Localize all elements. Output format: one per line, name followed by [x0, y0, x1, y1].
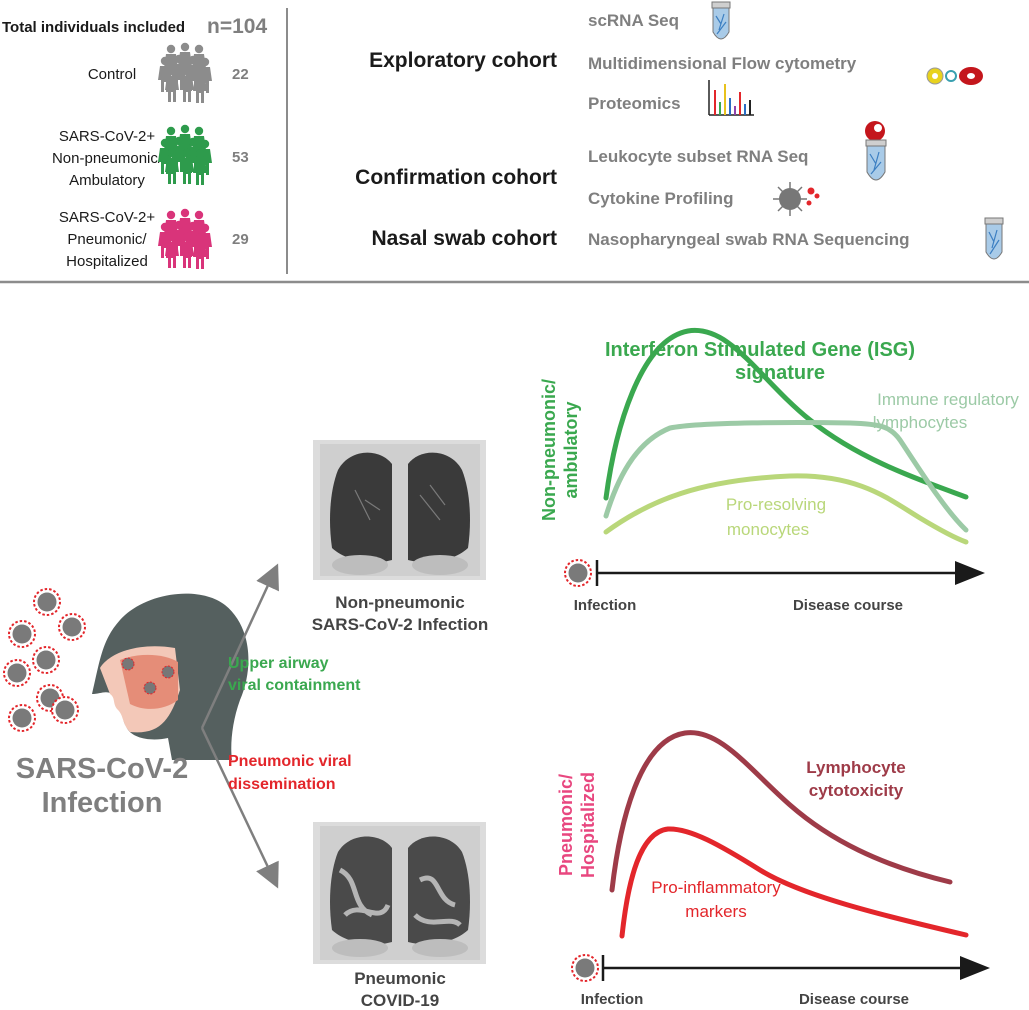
head-profile-icon [92, 593, 249, 760]
method-proteomics: Proteomics [588, 94, 681, 113]
group-nonpneumonic-count: 53 [232, 149, 249, 166]
method-scrna: scRNA Seq [588, 11, 679, 30]
virus-marker-icon [564, 559, 592, 587]
group-control-count: 22 [232, 66, 249, 83]
nonpneumonic-ct-caption-1: Non-pneumonic [335, 593, 464, 612]
upper-airway-label-2: viral containment [228, 677, 361, 694]
nonpneumonic-people-icon [158, 124, 212, 185]
group-pneumonic-count: 29 [232, 231, 249, 248]
cytokine-virus-icon [773, 182, 820, 216]
lymphocyte-cytotoxicity-curve [609, 730, 953, 893]
top-chart-ylabel-2: ambulatory [561, 401, 581, 498]
pro-inflammatory-label-2: markers [685, 902, 746, 921]
top-axis-infection-label: Infection [574, 597, 637, 614]
isg-curve [603, 327, 969, 501]
virus-icon [3, 659, 31, 687]
group-nonpneumonic-label-2: Non-pneumonic/ [52, 150, 163, 167]
lymphocyte-label-1: Lymphocyte [806, 758, 906, 777]
infection-title-1: SARS-CoV-2 [16, 753, 188, 785]
pneumonic-spread-label-2: dissemination [228, 776, 336, 793]
pneumonic-people-icon [158, 208, 212, 269]
virus-icon [51, 696, 79, 724]
bottom-timecourse-chart: Pneumonic/ Hospitalized Lymphocyte cytot… [556, 730, 990, 1008]
confirmation-cohort-label: Confirmation cohort [355, 166, 557, 189]
isg-label-2: signature [735, 362, 825, 384]
test-tube-icon [865, 139, 887, 181]
proteomics-chart-icon [708, 80, 754, 116]
ct-scan-normal-image [313, 440, 486, 580]
group-nonpneumonic-label-3: Ambulatory [69, 172, 145, 189]
upper-airway-label-1: Upper airway [228, 655, 329, 672]
bottom-axis-infection-label: Infection [581, 991, 644, 1008]
method-flow: Multidimensional Flow cytometry [588, 54, 857, 73]
immune-regulatory-label-1: Immune regulatory [877, 390, 1019, 409]
branch-arrow-down [200, 727, 279, 889]
infection-title-2: Infection [42, 787, 163, 819]
group-control-label: Control [88, 66, 136, 83]
pneumonic-spread-label-1: Pneumonic viral [228, 753, 352, 770]
method-cytokine: Cytokine Profiling [588, 189, 733, 208]
leukocyte-cell-icon [865, 121, 885, 141]
virus-icon [33, 588, 61, 616]
pro-resolving-label-1: Pro-resolving [726, 495, 826, 514]
group-pneumonic-label-1: SARS-CoV-2+ [59, 209, 156, 226]
pneumonic-ct-caption-2: COVID-19 [361, 991, 439, 1010]
immune-regulatory-label-2: lymphocytes [873, 413, 967, 432]
total-label: Total individuals included [2, 19, 185, 36]
pro-resolving-curve [603, 473, 969, 545]
exploratory-cohort-label: Exploratory cohort [369, 49, 557, 72]
pro-inflammatory-label-1: Pro-inflammatory [651, 878, 781, 897]
virus-particles [3, 588, 86, 732]
bottom-axis-arrowhead [960, 956, 990, 980]
nasal-cohort-label: Nasal swab cohort [371, 227, 557, 250]
method-nasal: Nasopharyngeal swab RNA Sequencing [588, 230, 910, 249]
method-leukocyte: Leukocyte subset RNA Seq [588, 147, 808, 166]
group-pneumonic-label-2: Pneumonic/ [67, 231, 147, 248]
pneumonic-ct-caption-1: Pneumonic [354, 969, 446, 988]
bottom-chart-ylabel-1: Pneumonic/ [556, 774, 576, 876]
top-chart-ylabel-1: Non-pneumonic/ [539, 379, 559, 521]
isg-label-1: Interferon Stimulated Gene (ISG) [605, 339, 915, 361]
group-pneumonic-label-3: Hospitalized [66, 253, 148, 270]
pro-inflammatory-curve [619, 826, 969, 939]
virus-icon [8, 704, 36, 732]
virus-marker-icon [571, 954, 599, 982]
group-nonpneumonic-label-1: SARS-CoV-2+ [59, 128, 156, 145]
bottom-axis-course-label: Disease course [799, 991, 909, 1008]
nonpneumonic-ct-caption-2: SARS-CoV-2 Infection [312, 615, 489, 634]
control-people-icon [158, 42, 212, 103]
lymphocyte-label-2: cytotoxicity [809, 781, 904, 800]
pro-resolving-label-2: monocytes [727, 520, 809, 539]
virus-icon [32, 646, 60, 674]
flow-cells-icon [926, 67, 983, 85]
test-tube-icon [984, 217, 1004, 260]
virus-icon [58, 613, 86, 641]
branch-arrow-up [200, 563, 279, 729]
immune-regulatory-curve [603, 420, 969, 533]
ct-scan-pneumonia-image [313, 822, 486, 964]
total-n: n=104 [207, 15, 267, 38]
top-axis-course-label: Disease course [793, 597, 903, 614]
top-axis-arrowhead [955, 561, 985, 585]
bottom-chart-ylabel-2: Hospitalized [578, 772, 598, 878]
virus-icon [8, 620, 36, 648]
top-timecourse-chart: Non-pneumonic/ ambulatory Interferon Sti… [539, 327, 1019, 614]
test-tube-icon [711, 1, 731, 40]
